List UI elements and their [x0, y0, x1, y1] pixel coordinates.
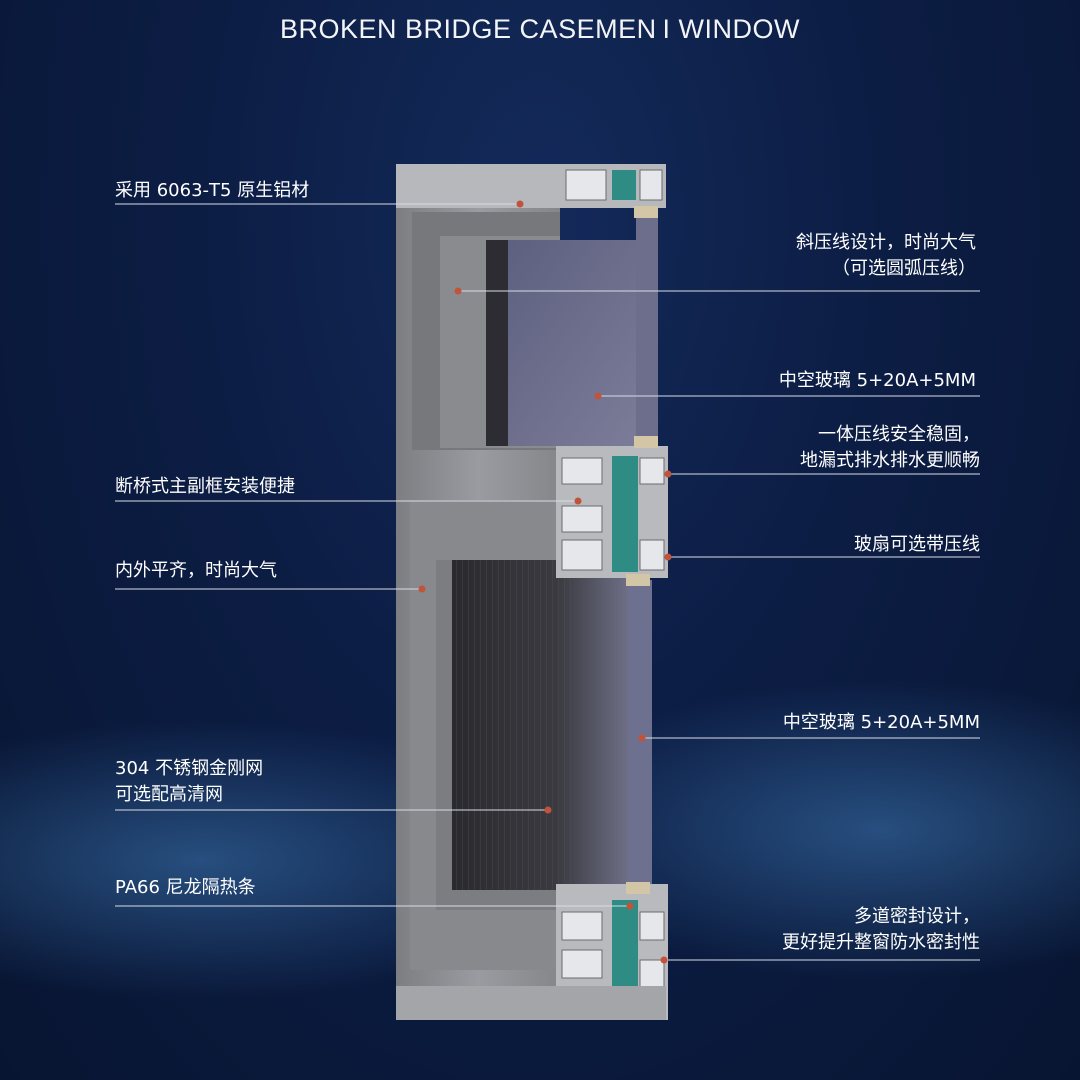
- callout-dot: [516, 200, 524, 208]
- label-pa66-strip: PA66 尼龙隔热条: [115, 875, 256, 901]
- top-profile-chamber: [639, 169, 663, 201]
- thermal-break-strip: [612, 456, 638, 572]
- label-line: 玻扇可选带压线: [854, 534, 980, 555]
- glazing-bead: [626, 574, 650, 586]
- label-sash-bead-option: 玻扇可选带压线: [854, 532, 980, 558]
- callout-dot: [594, 392, 602, 400]
- callout-dot: [454, 287, 462, 295]
- label-main-sub-frame: 断桥式主副框安装便捷: [115, 474, 295, 500]
- label-line: 斜压线设计，时尚大气: [796, 232, 976, 253]
- callout-dot: [626, 902, 634, 910]
- sill-base: [396, 986, 666, 1020]
- label-line: （可选圆弧压线）: [832, 258, 976, 279]
- transom-chamber: [561, 505, 603, 533]
- bottom-profile-chamber: [561, 949, 603, 979]
- label-line: 内外平齐，时尚大气: [115, 560, 277, 581]
- upper-glass-side: [636, 218, 658, 446]
- callout-dot: [660, 956, 668, 964]
- label-bevel-bead: 斜压线设计，时尚大气 （可选圆弧压线）: [796, 230, 976, 282]
- upper-glass-edge: [486, 240, 508, 446]
- label-line: 一体压线安全稳固，: [818, 424, 980, 445]
- transom-chamber: [639, 539, 665, 571]
- label-upper-insulated-glass: 中空玻璃 5+20A+5MM: [779, 368, 976, 394]
- callout-dot: [574, 497, 582, 505]
- label-line: 中空玻璃 5+20A+5MM: [778, 370, 976, 391]
- callout-dot: [664, 553, 672, 561]
- glazing-bead: [626, 882, 650, 894]
- label-integrated-bead: 一体压线安全稳固， 地漏式排水排水更顺畅: [800, 422, 980, 474]
- label-line: 更好提升整窗防水密封性: [782, 932, 980, 953]
- bottom-profile-chamber: [639, 911, 665, 941]
- insect-mesh-texture: [452, 560, 572, 890]
- thermal-break-strip: [612, 170, 636, 200]
- callout-dot: [638, 734, 646, 742]
- label-line: 断桥式主副框安装便捷: [115, 476, 295, 497]
- label-line: 多道密封设计，: [854, 906, 980, 927]
- callout-dot: [418, 585, 426, 593]
- label-line: 地漏式排水排水更顺畅: [800, 450, 980, 471]
- label-line: 采用 6063-T5 原生铝材: [115, 180, 310, 201]
- callout-dot: [664, 470, 672, 478]
- label-line: 中空玻璃 5+20A+5MM: [782, 712, 980, 733]
- label-aluminum-material: 采用 6063-T5 原生铝材: [115, 178, 309, 204]
- label-stainless-mesh: 304 不锈钢金刚网 可选配高清网: [115, 756, 263, 808]
- page-title: BROKEN BRIDGE CASEMEN I WINDOW: [280, 14, 800, 44]
- lower-glass-side: [628, 580, 652, 890]
- label-line: 可选配高清网: [115, 784, 223, 805]
- label-line: 304 不锈钢金刚网: [115, 758, 264, 779]
- transom-chamber: [561, 539, 603, 571]
- callout-lines: [115, 203, 980, 961]
- glazing-bead: [634, 206, 658, 218]
- upper-glass-pane: [486, 240, 636, 446]
- label-multi-seal: 多道密封设计， 更好提升整窗防水密封性: [782, 904, 980, 956]
- label-line: PA66 尼龙隔热条: [115, 877, 256, 898]
- label-flush-design: 内外平齐，时尚大气: [115, 558, 277, 584]
- bottom-profile-chamber: [561, 911, 603, 941]
- label-lower-insulated-glass: 中空玻璃 5+20A+5MM: [783, 710, 980, 736]
- top-profile-chamber: [565, 169, 607, 201]
- callout-dot: [544, 806, 552, 814]
- glazing-bead: [634, 436, 658, 448]
- transom-chamber: [561, 457, 603, 485]
- callout-dots: [418, 200, 672, 964]
- transom-chamber: [639, 457, 665, 485]
